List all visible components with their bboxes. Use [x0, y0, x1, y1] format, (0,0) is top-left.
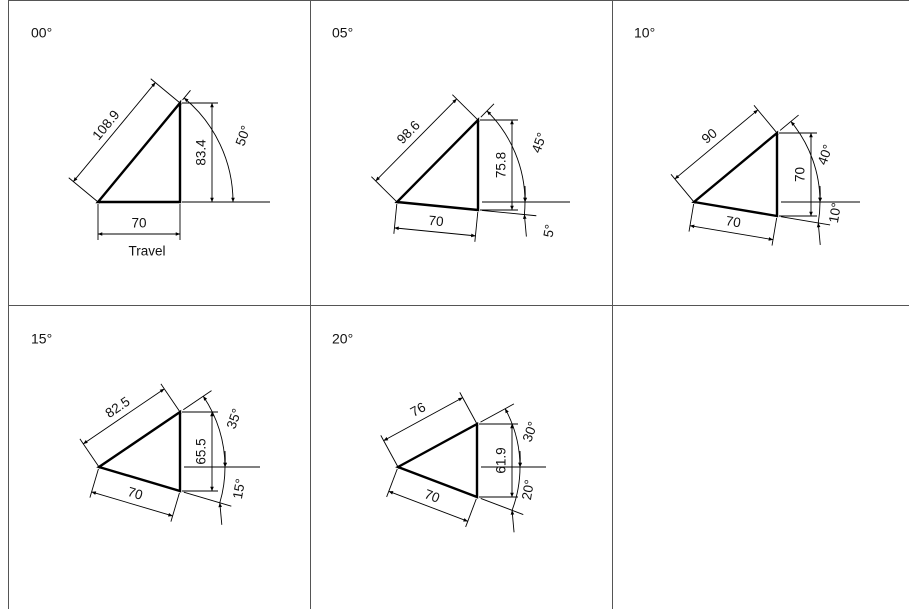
vert-length-label: 75.8 — [494, 152, 509, 178]
panels: 00°108.983.470Travel50°05°98.675.87045°5… — [31, 25, 860, 533]
upper-angle-label: 40° — [815, 143, 836, 167]
lower-angle-arc — [511, 466, 521, 511]
base-length-label: 70 — [422, 486, 441, 505]
hyp-length-label: 98.6 — [394, 118, 423, 147]
upper-angle-arc — [183, 97, 235, 203]
base-angle-extension-line — [183, 491, 232, 507]
vert-length-label: 61.9 — [494, 447, 509, 473]
hyp-angle-extension-line — [480, 103, 495, 118]
base-length-label: 70 — [126, 484, 145, 503]
hyp-extension-line — [452, 94, 480, 122]
panel-title: 00° — [31, 25, 52, 41]
lower-angle-arrow-bottom — [510, 510, 515, 533]
lower-angle-label: 15° — [230, 477, 248, 500]
panel-title: 20° — [332, 331, 353, 347]
upper-angle-arc — [202, 395, 227, 468]
vert-length-label: 70 — [793, 167, 808, 182]
base-dimension-line — [689, 224, 774, 241]
hyp-extension-line — [753, 105, 779, 135]
base-angle-extension-line — [481, 209, 537, 217]
base-extension-line — [474, 211, 479, 242]
hyp-dimension-line — [375, 98, 457, 182]
upper-angle-label: 50° — [233, 124, 254, 148]
base-dimension-line — [91, 491, 173, 517]
hyp-dimension-line — [383, 397, 463, 442]
panel-3: 15° 82.5 65.5 70 35° 15° — [31, 331, 260, 525]
lower-angle-arc — [219, 466, 226, 503]
hyp-length-label: 82.5 — [103, 394, 133, 421]
hyp-angle-extension-line — [480, 403, 515, 423]
triangle — [96, 409, 182, 493]
vert-length-label: 65.5 — [194, 438, 209, 464]
base-dimension-line — [388, 490, 468, 522]
hyp-extension-line — [380, 435, 400, 469]
hyp-length-label: 90 — [699, 125, 720, 146]
hyp-extension-line — [670, 174, 696, 204]
lower-angle-arrow-bottom — [522, 214, 527, 237]
panel-2: 10° 90 70 70 40° 10° — [634, 25, 860, 246]
base-extension-line — [393, 203, 398, 234]
upper-angle-label: 30° — [520, 420, 541, 444]
hyp-dimension-line — [83, 388, 165, 445]
hyp-angle-extension-line — [779, 114, 799, 131]
hyp-length-label: 108.9 — [89, 107, 122, 143]
panel-title: 05° — [332, 25, 353, 41]
panel-1: 05° 98.6 75.8 70 45° 5° — [332, 25, 570, 242]
panel-4: 20° 76 61.9 70 30° 20° — [332, 331, 546, 533]
base-extension-line — [386, 468, 398, 498]
hyp-angle-extension-line — [183, 390, 212, 411]
vert-length-label: 83.4 — [194, 139, 209, 166]
lower-angle-arc — [817, 201, 821, 224]
lower-angle-label: 5° — [541, 223, 558, 238]
hyp-extension-line — [160, 383, 182, 414]
base-caption: Travel — [128, 244, 165, 259]
upper-angle-label: 35° — [224, 407, 245, 431]
hyp-extension-line — [68, 177, 100, 204]
lower-angle-label: 10° — [826, 201, 844, 224]
base-extension-line — [688, 203, 695, 232]
base-dimension-line — [394, 226, 476, 238]
grid-frame — [8, 0, 909, 609]
base-angle-extension-line — [780, 216, 831, 226]
base-extension-line — [89, 468, 99, 498]
upper-angle-arc — [790, 121, 822, 203]
base-angle-extension-line — [480, 497, 524, 515]
hyp-extension-line — [371, 176, 399, 204]
base-extension-line — [170, 492, 180, 522]
base-length-label: 70 — [428, 213, 444, 229]
panel-title: 15° — [31, 331, 52, 347]
lower-angle-arrow-bottom — [218, 502, 223, 525]
hyp-angle-extension-line — [182, 90, 191, 101]
hyp-dimension-line — [674, 109, 759, 180]
base-extension-line — [771, 217, 778, 246]
hyp-dimension-line — [73, 82, 156, 182]
lower-angle-label: 20° — [519, 478, 537, 501]
lower-angle-arrow-bottom — [816, 222, 821, 245]
panel-title: 10° — [634, 25, 655, 41]
hyp-length-label: 76 — [408, 399, 428, 419]
lower-angle-arc — [523, 201, 526, 215]
base-extension-line — [465, 498, 477, 528]
upper-angle-arc — [486, 110, 527, 203]
base-length-label: 70 — [131, 216, 146, 231]
upper-angle-label: 45° — [529, 131, 550, 155]
hyp-extension-line — [150, 78, 182, 105]
base-length-label: 70 — [725, 213, 742, 230]
hyp-extension-line — [79, 438, 101, 469]
triangle — [395, 421, 479, 499]
